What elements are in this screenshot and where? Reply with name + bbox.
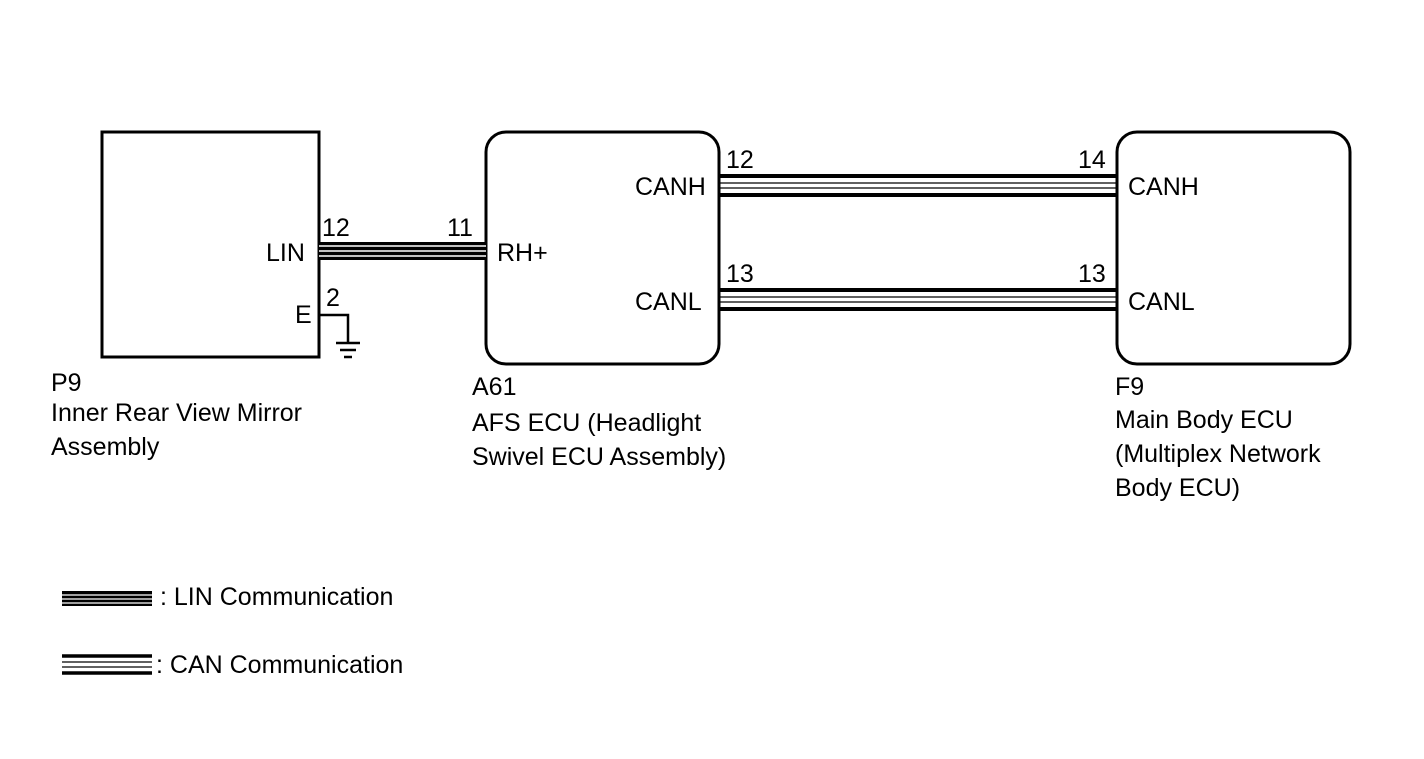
body-canh-pin-number: 14 — [1078, 146, 1106, 174]
afs-rh-pin-label: RH+ — [497, 239, 548, 267]
canl-wire — [719, 288, 1117, 311]
afs-canh-pin-number: 12 — [726, 146, 754, 174]
body-canh-pin-label: CANH — [1128, 173, 1199, 201]
mirror-lin-pin-number: 12 — [322, 214, 350, 242]
afs-canh-pin-label: CANH — [635, 173, 706, 201]
afs-rh-pin-number: 11 — [447, 214, 473, 242]
body-canl-pin-number: 13 — [1078, 260, 1106, 288]
body-ecu-box — [1115, 130, 1352, 366]
legend-lin-symbol — [62, 591, 152, 606]
legend-can-label: : CAN Communication — [156, 651, 404, 679]
body-connector-id: F9 — [1115, 373, 1145, 401]
lin-wire — [319, 242, 486, 260]
afs-component-name: AFS ECU (Headlight Swivel ECU Assembly) — [472, 409, 727, 471]
afs-canl-pin-label: CANL — [635, 288, 702, 316]
afs-canl-pin-number: 13 — [726, 260, 754, 288]
mirror-connector-id: P9 — [51, 369, 82, 397]
body-canl-pin-label: CANL — [1128, 288, 1195, 316]
canh-wire — [719, 174, 1117, 197]
mirror-e-pin-number: 2 — [326, 284, 340, 312]
legend-lin-label: : LIN Communication — [160, 583, 394, 611]
afs-connector-id: A61 — [472, 373, 517, 401]
mirror-e-pin-label: E — [295, 301, 312, 329]
legend-can-symbol — [62, 654, 152, 675]
mirror-component-name: Inner Rear View Mirror Assembly — [51, 399, 303, 461]
body-component-name: Main Body ECU (Multiplex Network Body EC… — [1115, 406, 1321, 502]
mirror-lin-pin-label: LIN — [266, 239, 305, 267]
ground-icon — [319, 313, 360, 359]
